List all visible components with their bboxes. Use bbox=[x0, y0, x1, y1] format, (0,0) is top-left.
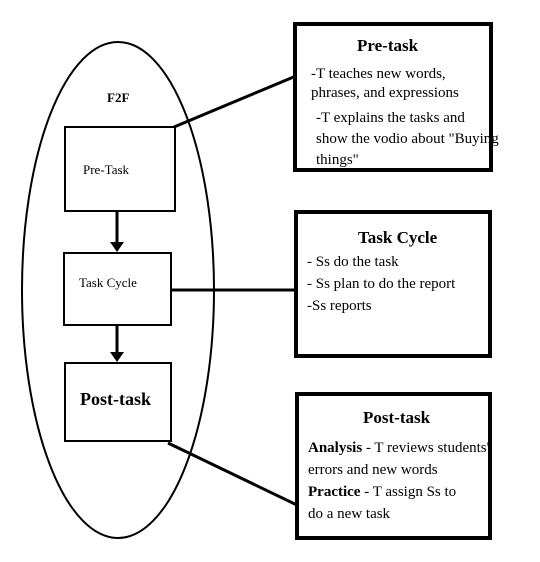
pre-task-line-5: things" bbox=[316, 152, 359, 168]
flow-box-post-task: Post-task bbox=[64, 362, 172, 442]
post-task-practice-cont: do a new task bbox=[308, 506, 391, 522]
task-cycle-line-2: - Ss plan to do the report bbox=[307, 276, 456, 292]
practice-text: - T assign Ss to bbox=[360, 484, 457, 500]
pre-task-line-1: -T teaches new words, bbox=[311, 66, 446, 82]
task-cycle-line-1: - Ss do the task bbox=[307, 254, 399, 270]
oval-label: F2F bbox=[107, 90, 130, 105]
pre-task-title: Pre-task bbox=[357, 36, 419, 55]
task-cycle-detail-box: Task Cycle - Ss do the task - Ss plan to… bbox=[294, 210, 492, 358]
pre-task-line-2: phrases, and expressions bbox=[311, 85, 459, 101]
flow-label-post-task: Post-task bbox=[80, 389, 151, 409]
flow-box-pre-task: Pre-Task bbox=[64, 126, 176, 212]
post-task-practice-line: Practice - T assign Ss to bbox=[308, 484, 456, 501]
flow-box-task-cycle: Task Cycle bbox=[63, 252, 172, 326]
arrowhead-cycle-to-post bbox=[110, 352, 124, 362]
connector-post-task bbox=[167, 441, 300, 508]
practice-label: Practice bbox=[308, 484, 361, 500]
task-cycle-title: Task Cycle bbox=[358, 228, 438, 247]
flow-label-pre-task: Pre-Task bbox=[83, 162, 130, 177]
post-task-title: Post-task bbox=[363, 408, 431, 427]
pre-task-detail-box: Pre-task -T teaches new words, phrases, … bbox=[293, 22, 499, 172]
analysis-label: Analysis bbox=[308, 440, 363, 456]
post-task-analysis-cont: errors and new words bbox=[308, 462, 438, 478]
connector-pre-task bbox=[173, 74, 297, 129]
pre-task-line-3: -T explains the tasks and bbox=[316, 110, 465, 126]
post-task-detail-box: Post-task Analysis - T reviews students'… bbox=[295, 392, 492, 540]
arrowhead-pre-to-cycle bbox=[110, 242, 124, 252]
task-cycle-line-3: -Ss reports bbox=[307, 298, 372, 314]
analysis-text: - T reviews students' bbox=[362, 440, 490, 456]
flow-label-task-cycle: Task Cycle bbox=[79, 275, 137, 290]
post-task-analysis-line: Analysis - T reviews students' bbox=[308, 440, 489, 457]
pre-task-line-4: show the vodio about "Buying bbox=[316, 131, 499, 147]
